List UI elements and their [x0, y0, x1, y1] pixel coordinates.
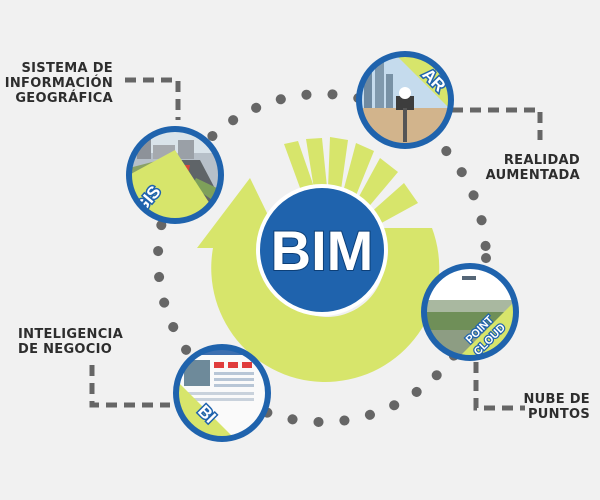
label-gis-line-3: GEOGRÁFICA	[15, 91, 113, 106]
connector-ar	[452, 107, 543, 140]
point-cloud-ring	[421, 263, 519, 361]
connector-gis	[125, 77, 181, 120]
connector-lines	[89, 77, 543, 411]
node-ar[interactable]: AR	[356, 51, 454, 149]
label-point-cloud: NUBE DE PUNTOS	[523, 392, 590, 422]
connector-bi	[89, 365, 170, 408]
lime-rays	[284, 137, 418, 226]
bim-center: BIM	[256, 184, 388, 316]
ray-4	[343, 143, 374, 198]
label-gis-line-1: SISTEMA DE	[21, 61, 113, 76]
ray-5	[356, 158, 398, 210]
label-bi: INTELIGENCIA DE NEGOCIO	[18, 327, 123, 357]
gis-ring	[126, 126, 224, 224]
ray-3	[328, 137, 348, 190]
label-gis-line-2: INFORMACIÓN	[4, 76, 113, 91]
label-ar-line-1: REALIDAD	[503, 153, 580, 168]
label-point-cloud-line-2: PUNTOS	[527, 407, 590, 422]
node-bi[interactable]: BI	[173, 344, 271, 442]
bim-label: BIM	[271, 219, 374, 282]
label-point-cloud-line-1: NUBE DE	[523, 392, 590, 407]
label-gis: SISTEMA DE INFORMACIÓN GEOGRÁFICA	[5, 61, 113, 106]
label-ar-line-2: AUMENTADA	[485, 168, 580, 183]
label-ar: REALIDAD AUMENTADA	[486, 153, 580, 183]
ray-2	[306, 138, 327, 189]
label-bi-line-2: DE NEGOCIO	[18, 342, 113, 357]
label-bi-line-1: INTELIGENCIA	[18, 327, 124, 342]
node-gis[interactable]: GIS	[126, 126, 224, 224]
bi-ring	[173, 344, 271, 442]
connector-point-cloud	[473, 362, 525, 411]
ray-1	[284, 141, 315, 196]
ar-ring	[356, 51, 454, 149]
dotted-ring	[153, 89, 491, 427]
node-point-cloud[interactable]: POINT CLOUD	[421, 263, 519, 361]
ray-6	[369, 183, 418, 226]
